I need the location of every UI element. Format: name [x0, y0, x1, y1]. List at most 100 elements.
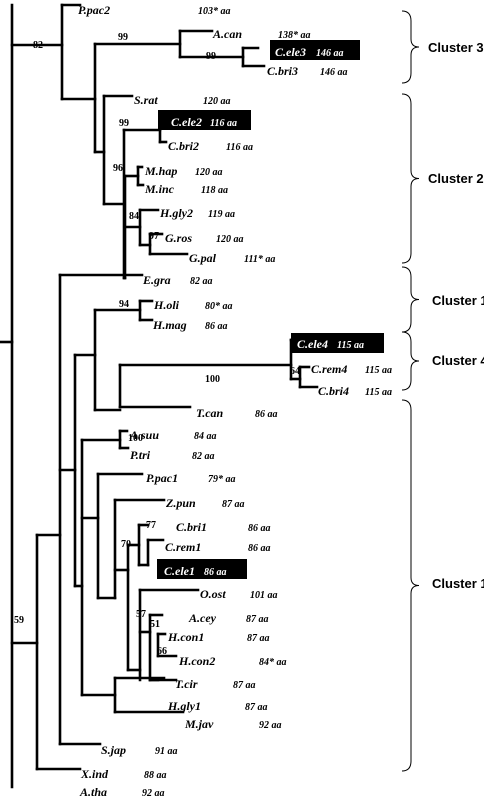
bootstrap-value: 100: [128, 433, 143, 444]
bootstrap-value: 82: [33, 40, 43, 51]
protein-length: 120 aa: [203, 96, 231, 107]
bootstrap-value: 59: [14, 615, 24, 626]
bootstrap-value: 64: [290, 366, 300, 377]
taxon-name: X.ind: [80, 767, 109, 781]
bootstrap-value: 100: [205, 374, 220, 385]
taxon-name: M.jav: [184, 717, 214, 731]
protein-length: 116 aa: [210, 118, 237, 129]
bootstrap-value: 77: [146, 520, 156, 531]
cluster-brace: [401, 266, 420, 333]
cluster-brace: [401, 10, 420, 84]
cluster-label: Cluster 1: [432, 576, 484, 591]
bootstrap-value: 99: [119, 118, 129, 129]
taxon-name: T.cir: [175, 677, 198, 691]
taxon-name: C.ele2: [171, 115, 202, 129]
taxon-name: H.con2: [178, 654, 215, 668]
bootstrap-value: 97: [149, 231, 159, 242]
bootstrap-value: 94: [119, 299, 129, 310]
protein-length: 120 aa: [216, 234, 244, 245]
protein-length: 103* aa: [198, 6, 231, 17]
taxon-name: C.bri4: [318, 384, 349, 398]
protein-length: 87 aa: [222, 499, 245, 510]
taxon-name: P.pac1: [146, 471, 178, 485]
protein-length: 119 aa: [208, 209, 235, 220]
protein-length: 87 aa: [246, 614, 269, 625]
bootstrap-value: 66: [157, 646, 167, 657]
protein-length: 87 aa: [247, 633, 270, 644]
protein-length: 86 aa: [204, 567, 227, 578]
protein-length: 80* aa: [205, 301, 233, 312]
taxon-name: M.inc: [144, 182, 175, 196]
taxon-name: H.gly1: [167, 699, 201, 713]
taxon-name: E.gra: [142, 273, 171, 287]
protein-length: 120 aa: [195, 167, 223, 178]
protein-length: 87 aa: [233, 680, 256, 691]
taxon-name: C.bri1: [176, 520, 207, 534]
protein-length: 91 aa: [155, 746, 178, 757]
protein-length: 82 aa: [190, 276, 213, 287]
protein-length: 92 aa: [259, 720, 282, 731]
bootstrap-value: 96: [113, 163, 123, 174]
protein-length: 86 aa: [248, 523, 271, 534]
bootstrap-value: 99: [206, 51, 216, 62]
taxon-name: A.can: [212, 27, 242, 41]
cluster-brace: [401, 93, 420, 264]
protein-length: 86 aa: [248, 543, 271, 554]
taxon-name: C.bri2: [168, 139, 199, 153]
taxon-name: A.cey: [188, 611, 217, 625]
protein-length: 88 aa: [144, 770, 167, 781]
taxon-name: H.mag: [152, 318, 187, 332]
protein-length: 116 aa: [226, 142, 253, 153]
taxon-name: H.con1: [167, 630, 204, 644]
protein-length: 138* aa: [278, 30, 311, 41]
taxon-name: C.ele4: [297, 337, 328, 351]
protein-length: 146 aa: [316, 48, 344, 59]
taxon-name: A.suu: [129, 428, 159, 442]
cluster-label: Cluster 2: [428, 171, 484, 186]
taxon-name: A.tha: [79, 785, 107, 796]
protein-length: 115 aa: [365, 365, 392, 376]
bootstrap-value: 51: [150, 619, 160, 630]
protein-length: 146 aa: [320, 67, 348, 78]
highlight-box: [291, 333, 384, 353]
protein-length: 84 aa: [194, 431, 217, 442]
taxon-name: G.ros: [165, 231, 192, 245]
cluster-label: Cluster 3: [428, 40, 484, 55]
cluster-label: Cluster 1: [432, 293, 484, 308]
protein-length: 118 aa: [201, 185, 228, 196]
protein-length: 86 aa: [255, 409, 278, 420]
bootstrap-value: 57: [136, 609, 146, 620]
highlight-box: [157, 559, 247, 579]
taxon-name: T.can: [196, 406, 224, 420]
bootstrap-value: 99: [118, 32, 128, 43]
bootstrap-value: 70: [121, 539, 131, 550]
taxon-name: H.gly2: [159, 206, 193, 220]
taxon-name: S.rat: [134, 93, 158, 107]
protein-length: 79* aa: [208, 474, 236, 485]
bootstrap-value: 84: [129, 211, 139, 222]
protein-length: 115 aa: [337, 340, 364, 351]
cluster-label: Cluster 4: [432, 353, 484, 368]
taxon-name: S.jap: [101, 743, 126, 757]
highlight-box: [158, 110, 251, 130]
protein-length: 86 aa: [205, 321, 228, 332]
taxon-name: Z.pun: [165, 496, 196, 510]
protein-length: 92 aa: [142, 788, 165, 796]
cluster-brace: [401, 331, 420, 391]
protein-length: 115 aa: [365, 387, 392, 398]
taxon-name: C.ele1: [164, 564, 195, 578]
taxon-name: O.ost: [200, 587, 226, 601]
cluster-brace: [401, 399, 420, 772]
highlight-box: [270, 40, 360, 60]
taxon-name: C.rem4: [311, 362, 347, 376]
taxon-name: C.ele3: [275, 45, 306, 59]
taxon-name: P.pac2: [78, 3, 110, 17]
protein-length: 84* aa: [259, 657, 287, 668]
protein-length: 82 aa: [192, 451, 215, 462]
protein-length: 101 aa: [250, 590, 278, 601]
taxon-name: C.bri3: [267, 64, 298, 78]
taxon-name: P.tri: [130, 448, 151, 462]
taxon-name: G.pal: [189, 251, 217, 265]
protein-length: 111* aa: [244, 254, 275, 265]
